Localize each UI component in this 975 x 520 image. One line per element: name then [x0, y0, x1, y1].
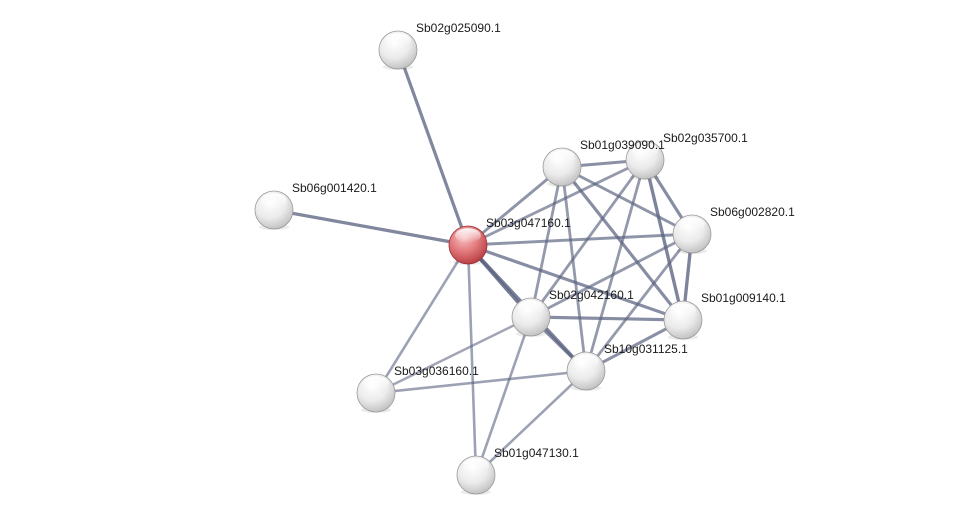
node-label: Sb03g047160.1 [486, 216, 571, 230]
edge-Sb03g047160.1-Sb01g047130.1 [466, 243, 478, 477]
edge-Sb01g039090.1-Sb06g002820.1 [560, 165, 694, 236]
node-highlight [455, 228, 481, 243]
node-highlight [463, 458, 489, 473]
protein-node[interactable] [672, 214, 712, 254]
edge-Sb02g035700.1-Sb10g031125.1 [584, 158, 647, 373]
node-label: Sb06g001420.1 [292, 181, 377, 195]
edge-Sb02g035700.1-Sb02g042160.1 [529, 158, 647, 319]
protein-node[interactable] [663, 300, 703, 340]
edge-Sb01g039090.1-Sb10g031125.1 [560, 165, 588, 373]
protein-node[interactable] [378, 30, 418, 70]
node-label: Sb02g035700.1 [663, 131, 748, 145]
node-highlight [679, 217, 705, 232]
node-label: Sb01g047130.1 [494, 446, 579, 460]
edges-layer [272, 48, 694, 477]
edge-Sb03g047160.1-Sb06g001420.1 [272, 208, 470, 247]
protein-node[interactable] [511, 297, 551, 337]
protein-node[interactable] [356, 373, 396, 413]
protein-node[interactable] [456, 455, 496, 495]
edge-Sb03g047160.1-Sb02g035700.1 [466, 158, 647, 247]
query-node[interactable] [448, 225, 488, 265]
edge-Sb10g031125.1-Sb03g036160.1 [374, 369, 588, 395]
protein-node[interactable] [542, 147, 582, 187]
protein-node[interactable] [254, 190, 294, 230]
node-label: Sb06g002820.1 [710, 205, 795, 219]
edge-Sb02g042160.1-Sb01g009140.1 [529, 315, 685, 322]
edge-Sb06g002820.1-Sb02g042160.1 [529, 232, 694, 319]
protein-node[interactable] [625, 140, 665, 180]
node-highlight [670, 303, 696, 318]
edge-Sb06g002820.1-Sb10g031125.1 [584, 232, 694, 373]
node-highlight [385, 33, 411, 48]
edge-Sb03g047160.1-Sb02g025090.1 [396, 48, 470, 247]
edge-Sb03g047160.1-Sb01g039090.1 [466, 165, 564, 247]
edge-Sb03g047160.1-Sb03g036160.1 [374, 243, 470, 395]
labels-layer: Sb03g047160.1Sb02g025090.1Sb06g001420.1S… [292, 21, 795, 460]
node-label: Sb02g025090.1 [416, 21, 501, 35]
node-highlight [261, 193, 287, 208]
node-highlight [518, 300, 544, 315]
edge-Sb01g039090.1-Sb02g042160.1 [529, 165, 564, 319]
edge-Sb03g047160.1-Sb06g002820.1 [466, 232, 694, 247]
node-highlight [632, 143, 658, 158]
node-label: Sb03g036160.1 [394, 364, 479, 378]
edge-Sb02g042160.1-Sb03g036160.1 [374, 315, 533, 395]
node-highlight [573, 354, 599, 369]
protein-node[interactable] [566, 351, 606, 391]
nodes-layer [254, 30, 712, 495]
edge-Sb02g035700.1-Sb01g009140.1 [643, 158, 685, 322]
node-highlight [363, 376, 389, 391]
node-label: Sb01g009140.1 [701, 291, 786, 305]
node-label: Sb01g039090.1 [580, 138, 665, 152]
node-highlight [549, 150, 575, 165]
node-label: Sb02g042160.1 [549, 288, 634, 302]
edge-Sb10g031125.1-Sb01g047130.1 [474, 369, 588, 477]
edge-Sb02g042160.1-Sb01g047130.1 [474, 315, 533, 477]
node-label: Sb10g031125.1 [604, 342, 688, 356]
